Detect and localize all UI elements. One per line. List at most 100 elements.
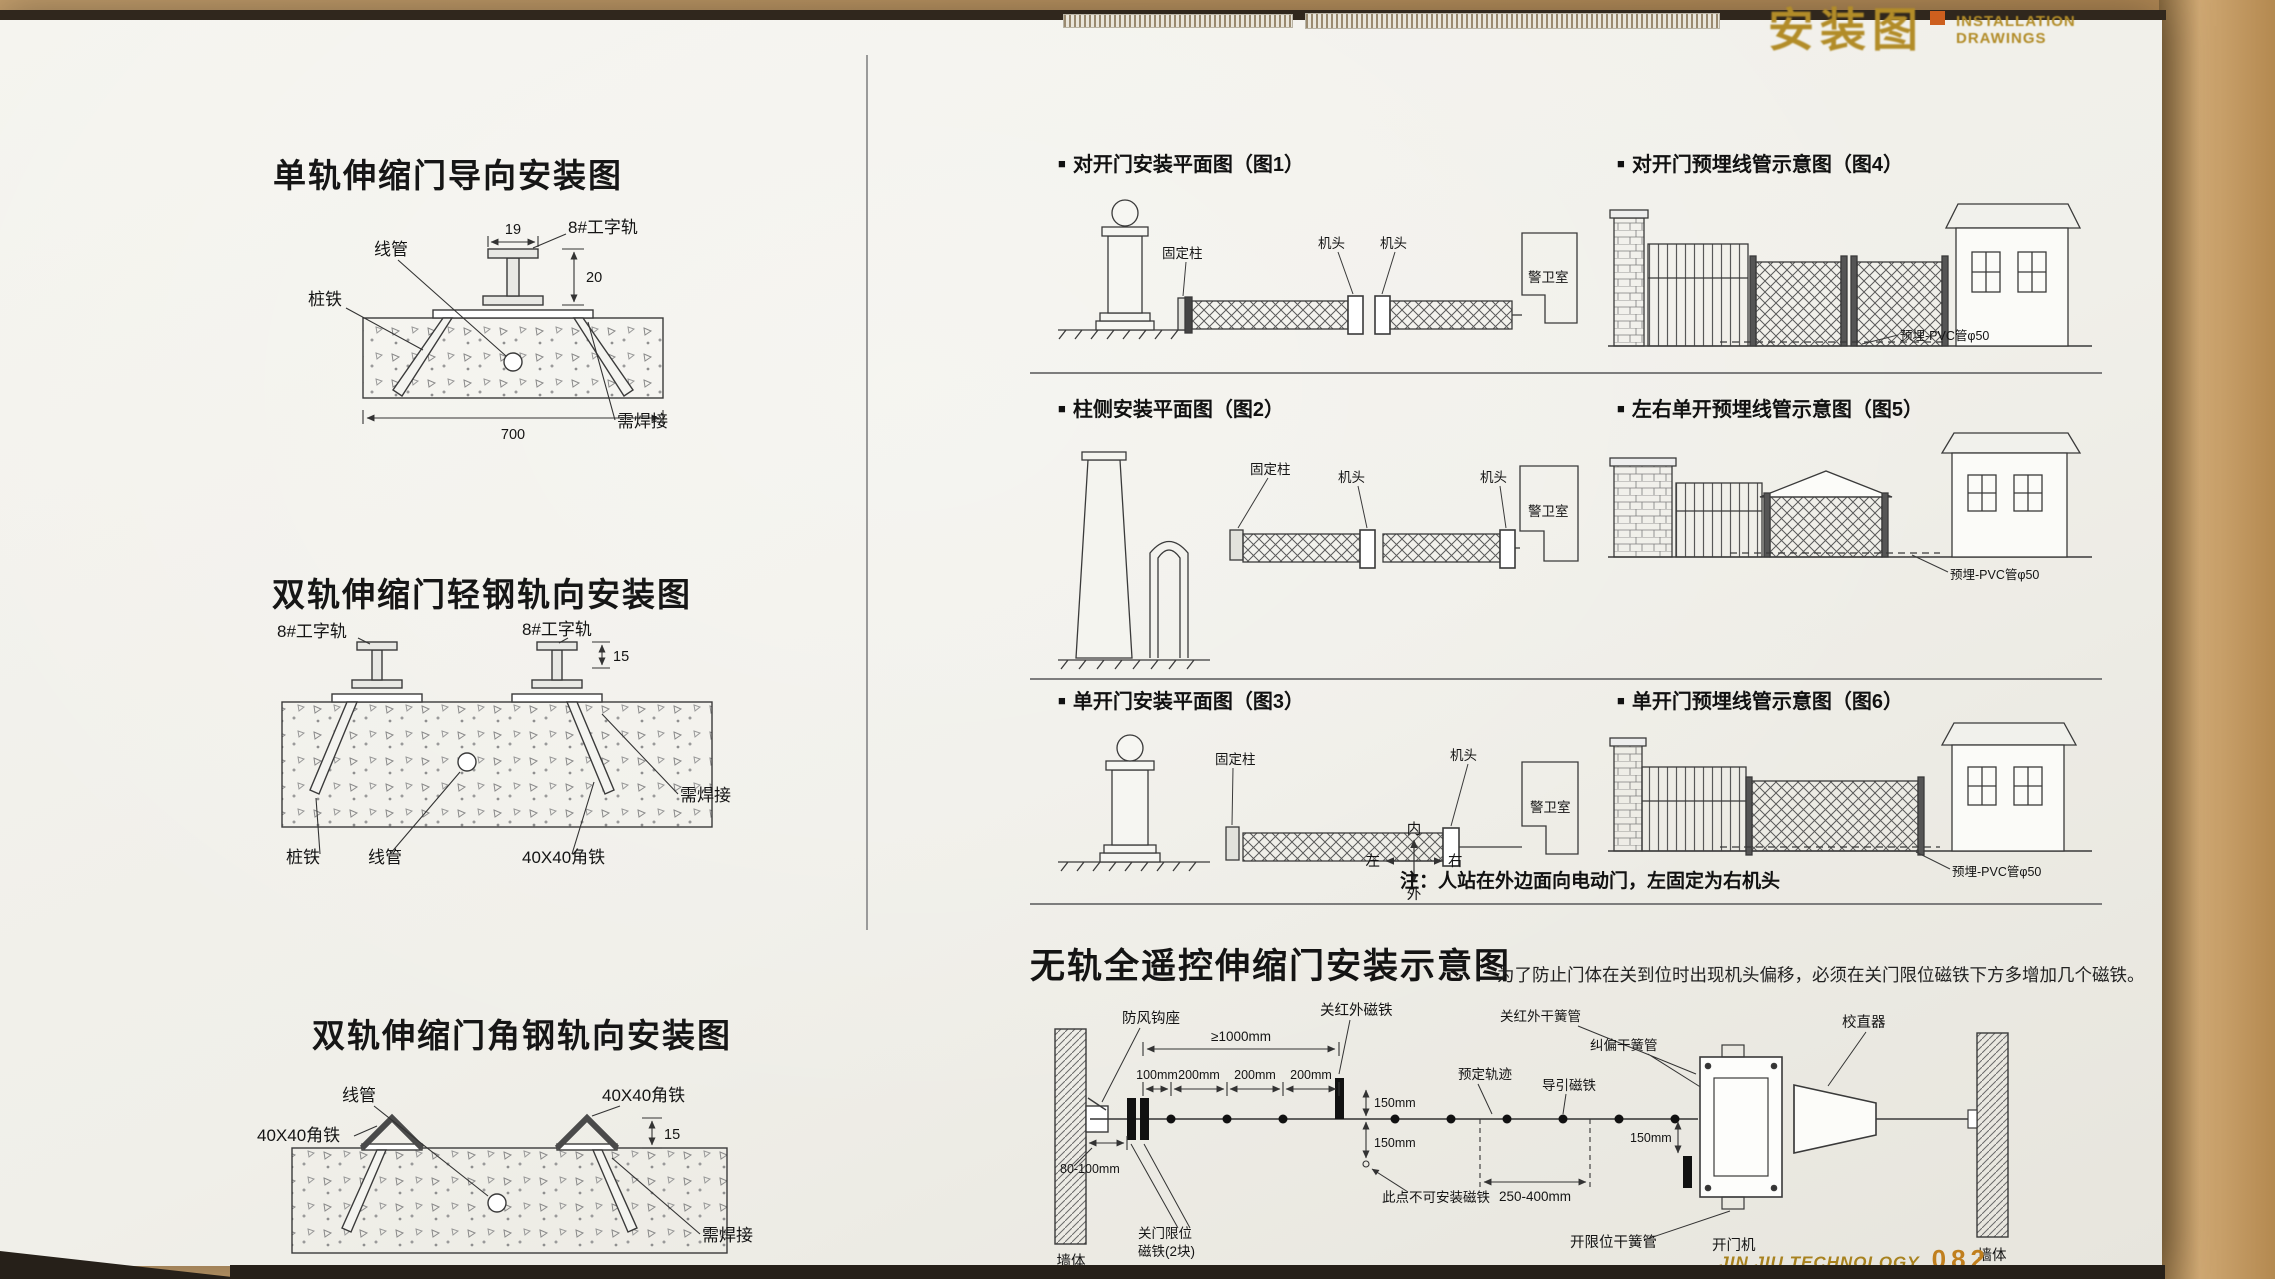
gate-leaf-left <box>1242 533 1361 563</box>
bullet-icon: ■ <box>1058 156 1066 171</box>
fence <box>1641 766 1747 852</box>
row-separator-1 <box>1030 372 2102 374</box>
table-background <box>2159 0 2275 1279</box>
label-guide-magnet: 导引磁铁 <box>1542 1078 1596 1093</box>
brick-pillar <box>1613 744 1643 852</box>
label-opener: 开门机 <box>1712 1237 1756 1254</box>
p1-structure <box>1058 199 1578 340</box>
panel6-header: ■ 单开门预埋线管示意图（图6） <box>1617 685 1903 714</box>
gate-leaf-left <box>1191 300 1349 330</box>
label-conduit: 线管 <box>368 848 402 867</box>
dim-150b: 150mm <box>1374 1136 1416 1150</box>
trackless-section-note: 为了防止门体在关到位时出现机头偏移，必须在关门限位磁铁下方多增加几个磁铁。 <box>1497 965 2145 985</box>
bullet-icon: ■ <box>1058 693 1066 708</box>
label-guard-room: 警卫室 <box>1530 799 1571 815</box>
machine-head-left <box>1359 529 1376 569</box>
panel5-header: ■ 左右单开预埋线管示意图（图5） <box>1617 393 1923 422</box>
compass-right: 右 <box>1448 853 1463 870</box>
label-close-ir-reed: 关红外干簧管 <box>1500 1009 1581 1024</box>
page-title-cn: 安装图 <box>1768 4 1924 56</box>
gate-pillar <box>1107 235 1143 314</box>
panel4-title: 对开门预埋线管示意图（图4） <box>1631 154 1903 176</box>
row-separator-3 <box>1030 903 2102 905</box>
panel3-title: 单开门安装平面图（图3） <box>1072 691 1304 713</box>
p6-scene <box>1608 722 2092 870</box>
label-weld: 需焊接 <box>702 1226 753 1245</box>
label-conduit: 线管 <box>374 240 408 259</box>
guard-house-roof <box>1944 203 2082 229</box>
concrete-slab <box>281 701 713 828</box>
label-guard-room: 警卫室 <box>1528 269 1569 285</box>
gate-leaf-right <box>1389 300 1513 330</box>
fixed-post <box>1229 529 1244 561</box>
label-conduit: 线管 <box>342 1086 376 1105</box>
stake-left <box>341 1149 388 1233</box>
accordion-gate <box>1769 496 1883 558</box>
diagram-double-rail-light-steel: 8#工字轨 8#工字轨 15 需焊接 桩铁 线管 40X40角铁 <box>277 620 731 867</box>
plan-single-opening-gate: 固定柱 机头 警卫室 内 外 左 右 <box>1058 734 1579 903</box>
wall-right <box>1976 1032 2009 1238</box>
ground <box>1058 659 1210 670</box>
label-stake: 桩铁 <box>308 290 342 309</box>
gate-cover <box>1759 470 1893 498</box>
i-beam-web <box>506 257 520 297</box>
label-pvc-pipe: 预埋-PVC管φ50 <box>1900 328 1989 343</box>
column-divider <box>866 55 868 930</box>
compass-inner: 内 <box>1407 821 1422 838</box>
d1-structure <box>362 248 664 399</box>
label-wind-hook: 防风钩座 <box>1122 1010 1180 1027</box>
page-title-en: INSTALLATION DRAWINGS <box>1956 13 2076 47</box>
tapered-column <box>1075 459 1133 659</box>
label-machine-head-right: 机头 <box>1380 236 1407 251</box>
catalog-page: 安装图 INSTALLATION DRAWINGS <box>0 4 2166 1274</box>
label-close-limit-magnet-line1: 关门限位 <box>1138 1226 1192 1241</box>
d1-dimensions <box>345 233 664 424</box>
panel3-header: ■ 单开门安装平面图（图3） <box>1058 685 1304 714</box>
label-planned-track: 预定轨迹 <box>1458 1067 1512 1082</box>
fence <box>1647 243 1749 347</box>
accordion-gate <box>1751 780 1919 852</box>
label-angle-iron-left: 40X40角铁 <box>257 1126 340 1145</box>
d2-structure <box>281 641 713 828</box>
dim-15: 15 <box>613 649 629 665</box>
panel1-header: ■ 对开门安装平面图（图1） <box>1058 148 1304 177</box>
row-separator-2 <box>1030 678 2102 680</box>
label-weld: 需焊接 <box>680 786 731 805</box>
compass-outer: 外 <box>1407 886 1422 903</box>
dim-250-400: 250-400mm <box>1499 1189 1571 1204</box>
dim-15: 15 <box>664 1127 680 1143</box>
label-close-limit-magnet-line2: 磁铁(2块) <box>1138 1244 1195 1259</box>
plan-pillar-side-mounting: 固定柱 机头 机头 警卫室 <box>1058 451 1579 670</box>
base-plate <box>432 309 594 319</box>
dim-80-100: 80-100mm <box>1060 1162 1120 1176</box>
label-fixed-post: 固定柱 <box>1250 462 1291 477</box>
guard-room-outline <box>1521 232 1578 324</box>
panel3-note: 注：人站在外边面向电动门，左固定为右机头 <box>1400 871 1781 892</box>
arch-door <box>1149 540 1189 658</box>
gate-opener-machine <box>1699 1044 1978 1210</box>
trackless-gate-installation-diagram: 防风钩座 ≥1000mm 100mm 200mm 200mm 200mm 关红外… <box>1054 1002 2009 1270</box>
label-open-limit-reed: 开限位干簧管 <box>1570 1234 1657 1251</box>
conduit-pipe <box>503 352 523 372</box>
d3-structure <box>291 1113 728 1254</box>
label-straightener: 校直器 <box>1842 1014 1886 1031</box>
brick-wall <box>1613 464 1673 558</box>
walls <box>1054 1028 2009 1245</box>
conduit-pipe <box>487 1193 507 1213</box>
label-pvc-pipe: 预埋-PVC管φ50 <box>1950 567 2039 582</box>
stake-right <box>591 1149 638 1233</box>
ground <box>1058 329 1190 340</box>
dim-150a: 150mm <box>1374 1096 1416 1110</box>
pillar-ball <box>1111 199 1139 227</box>
panel4-header: ■ 对开门预埋线管示意图（图4） <box>1617 148 1903 177</box>
page-bottom-edge <box>230 1265 2165 1279</box>
d3-dimensions <box>353 1105 701 1235</box>
compass-left: 左 <box>1366 853 1381 870</box>
guard-house-roof <box>1940 432 2082 454</box>
label-machine-head-left: 机头 <box>1318 236 1345 251</box>
angle-iron-brace <box>565 701 615 795</box>
header-deco-strip-2 <box>1305 13 1720 29</box>
dim-100: 100mm <box>1136 1068 1178 1082</box>
pillar-ball <box>1116 734 1144 762</box>
guard-house <box>1951 744 2065 852</box>
